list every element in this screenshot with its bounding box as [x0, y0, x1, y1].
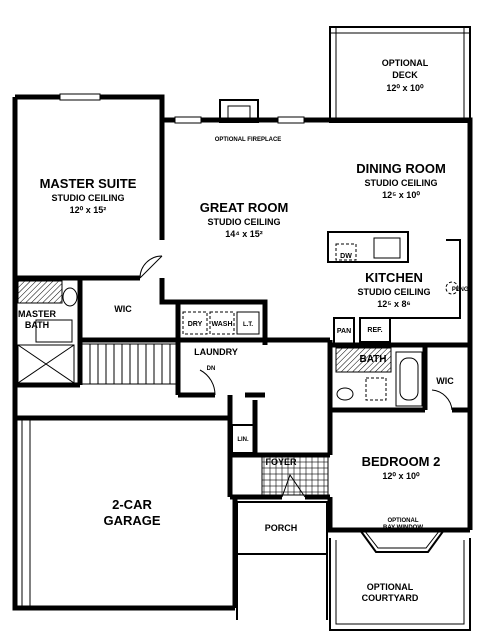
- garage-label-1: 2-CAR: [112, 497, 152, 512]
- stairs: [81, 343, 178, 385]
- plnt-label: PLNG.: [452, 287, 471, 293]
- master-bath-label-1: MASTER: [18, 309, 57, 319]
- master-bath-fixtures: [17, 280, 78, 384]
- great-room-dims: 14⁴ x 15²: [225, 229, 262, 239]
- svg-text:COURTYARD: COURTYARD: [362, 593, 419, 603]
- wic-bed2-label: WIC: [436, 376, 454, 386]
- courtyard: [329, 538, 471, 631]
- wic-master-label: WIC: [114, 304, 132, 314]
- svg-text:MASTER: MASTER: [18, 309, 57, 319]
- svg-text:STUDIO CEILING: STUDIO CEILING: [51, 193, 124, 203]
- great-room-ceiling: STUDIO CEILING: [207, 217, 280, 227]
- porch-label: PORCH: [265, 523, 298, 533]
- svg-text:DW: DW: [340, 253, 352, 260]
- fireplace: [219, 99, 259, 123]
- courtyard-label-1: OPTIONAL: [367, 582, 414, 592]
- garage-walls: [15, 395, 233, 608]
- dining-room-name: DINING ROOM: [356, 161, 446, 176]
- dn-label: DN: [207, 366, 216, 372]
- svg-text:FOYER: FOYER: [265, 457, 297, 467]
- master-suite-name: MASTER SUITE: [40, 176, 137, 191]
- svg-text:OPTIONAL FIREPLACE: OPTIONAL FIREPLACE: [215, 137, 282, 143]
- svg-text:OPTIONAL: OPTIONAL: [367, 582, 414, 592]
- laundry-label: LAUNDRY: [194, 347, 238, 357]
- bedroom2-name: BEDROOM 2: [362, 454, 441, 469]
- linen-foyer: [230, 400, 330, 500]
- lt-label: L.T.: [243, 322, 253, 328]
- bay-window: [359, 529, 445, 553]
- svg-text:BEDROOM 2: BEDROOM 2: [362, 454, 441, 469]
- svg-text:OPTIONAL: OPTIONAL: [382, 58, 429, 68]
- svg-text:BAY WINDOW: BAY WINDOW: [383, 525, 423, 531]
- svg-text:WIC: WIC: [436, 376, 454, 386]
- svg-text:PAN: PAN: [337, 328, 351, 335]
- dining-room-dims: 12⁵ x 10⁰: [382, 190, 420, 200]
- pan-label: PAN: [337, 328, 351, 335]
- svg-text:BATH: BATH: [25, 320, 49, 330]
- dining-room-ceiling: STUDIO CEILING: [364, 178, 437, 188]
- courtyard-label-2: COURTYARD: [362, 593, 419, 603]
- windows-top: [59, 93, 305, 124]
- svg-text:L.T.: L.T.: [243, 322, 253, 328]
- svg-text:GREAT ROOM: GREAT ROOM: [200, 200, 289, 215]
- master-suite-dims: 12⁰ x 15²: [70, 205, 107, 215]
- svg-text:MASTER SUITE: MASTER SUITE: [40, 176, 137, 191]
- bedroom2-dims: 12⁰ x 10⁰: [382, 471, 420, 481]
- svg-text:GARAGE: GARAGE: [103, 513, 160, 528]
- svg-text:STUDIO CEILING: STUDIO CEILING: [207, 217, 280, 227]
- svg-text:12⁵ x 10⁰: 12⁵ x 10⁰: [382, 190, 420, 200]
- svg-text:DECK: DECK: [392, 70, 418, 80]
- deck-dims: 12⁰ x 10⁰: [386, 83, 424, 93]
- svg-text:OPTIONAL: OPTIONAL: [388, 518, 419, 524]
- great-room-name: GREAT ROOM: [200, 200, 289, 215]
- svg-text:12⁰ x 10⁰: 12⁰ x 10⁰: [386, 83, 424, 93]
- fireplace-label: OPTIONAL FIREPLACE: [215, 137, 282, 143]
- linen-label: LIN.: [237, 437, 249, 443]
- kitchen-name: KITCHEN: [365, 270, 423, 285]
- dry-label: DRY: [188, 321, 203, 328]
- svg-text:KITCHEN: KITCHEN: [365, 270, 423, 285]
- svg-text:BATH: BATH: [359, 354, 386, 365]
- svg-text:12⁰ x 15²: 12⁰ x 15²: [70, 205, 107, 215]
- garage-label-2: GARAGE: [103, 513, 160, 528]
- svg-text:12⁰ x 10⁰: 12⁰ x 10⁰: [382, 471, 420, 481]
- svg-text:WIC: WIC: [114, 304, 132, 314]
- bedroom-wing: [327, 340, 470, 455]
- master-suite-ceiling: STUDIO CEILING: [51, 193, 124, 203]
- svg-text:PORCH: PORCH: [265, 523, 298, 533]
- ref-label: REF.: [367, 327, 382, 334]
- foyer-label: FOYER: [265, 457, 297, 467]
- bay-label-2: BAY WINDOW: [383, 525, 423, 531]
- svg-text:12⁵ x 8⁶: 12⁵ x 8⁶: [377, 299, 410, 309]
- kitchen-dims: 12⁵ x 8⁶: [377, 299, 410, 309]
- svg-text:DN: DN: [207, 366, 216, 372]
- laundry-walls: [175, 299, 268, 398]
- bath-label: BATH: [359, 354, 386, 365]
- svg-text:DRY: DRY: [188, 321, 203, 328]
- porch: [236, 501, 328, 620]
- wash-label: WASH: [212, 321, 233, 328]
- svg-text:REF.: REF.: [367, 327, 382, 334]
- svg-text:14⁴ x 15²: 14⁴ x 15²: [225, 229, 262, 239]
- room-labels: OPTIONAL DECK 12⁰ x 10⁰ OPTIONAL FIREPLA…: [18, 58, 454, 603]
- deck-label-1: OPTIONAL: [382, 58, 429, 68]
- dw-label: DW: [340, 253, 352, 260]
- svg-text:STUDIO CEILING: STUDIO CEILING: [357, 287, 430, 297]
- svg-text:STUDIO CEILING: STUDIO CEILING: [364, 178, 437, 188]
- master-walls: [15, 97, 180, 340]
- kitchen-ceiling: STUDIO CEILING: [357, 287, 430, 297]
- svg-text:DINING ROOM: DINING ROOM: [356, 161, 446, 176]
- master-bath-label-2: BATH: [25, 320, 49, 330]
- bay-label-1: OPTIONAL: [388, 518, 419, 524]
- fixture-labels: DW REF. PAN DRY WASH L.T. DN PLNG.: [188, 253, 471, 372]
- svg-text:PLNG.: PLNG.: [452, 287, 471, 293]
- svg-text:WASH: WASH: [212, 321, 233, 328]
- svg-text:LAUNDRY: LAUNDRY: [194, 347, 238, 357]
- svg-text:LIN.: LIN.: [237, 437, 249, 443]
- deck-label-2: DECK: [392, 70, 418, 80]
- svg-text:2-CAR: 2-CAR: [112, 497, 152, 512]
